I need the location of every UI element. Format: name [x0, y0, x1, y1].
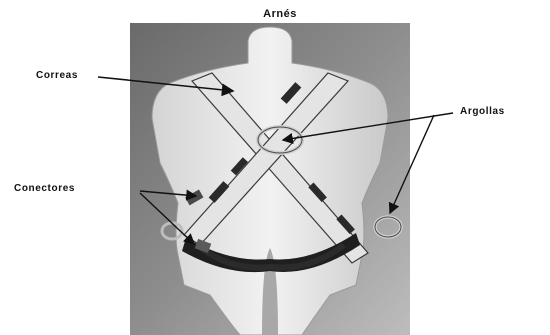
diagram-title: Arnés — [0, 8, 550, 20]
label-argollas: Argollas — [460, 106, 505, 117]
label-correas: Correas — [36, 70, 78, 81]
harness-photo — [130, 23, 410, 335]
label-conectores: Conectores — [14, 183, 75, 194]
